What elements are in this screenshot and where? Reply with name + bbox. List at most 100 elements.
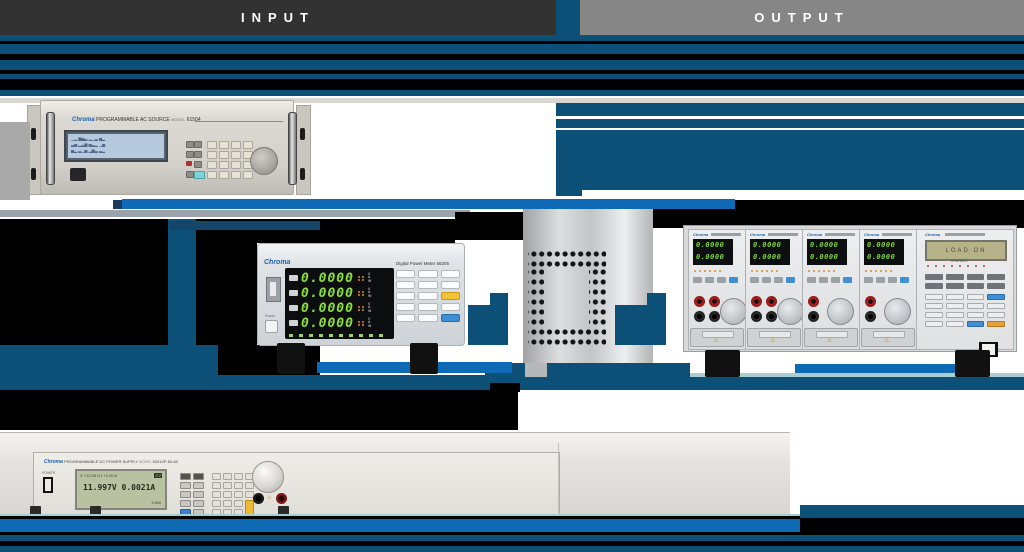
module-key[interactable] xyxy=(774,277,783,283)
module-key[interactable] xyxy=(807,277,816,283)
ac-num-key[interactable] xyxy=(231,151,241,159)
module-key-load[interactable] xyxy=(900,277,909,283)
module-knob[interactable] xyxy=(777,298,804,325)
supply-num-key[interactable] xyxy=(212,482,221,489)
ac-num-key[interactable] xyxy=(243,141,253,149)
supply-key[interactable] xyxy=(180,482,191,489)
module-key-load[interactable] xyxy=(729,277,738,283)
usb-port[interactable] xyxy=(266,277,281,302)
module-knob[interactable] xyxy=(827,298,854,325)
controller-key[interactable] xyxy=(945,321,964,327)
meter-key[interactable] xyxy=(396,303,416,311)
ac-num-key[interactable] xyxy=(207,161,217,169)
meter-key[interactable] xyxy=(440,281,460,289)
meter-key[interactable] xyxy=(418,281,438,289)
controller-key[interactable] xyxy=(987,283,1005,289)
controller-key[interactable] xyxy=(925,294,943,300)
meter-power-button[interactable] xyxy=(265,320,278,333)
channel-button[interactable] xyxy=(289,275,298,281)
module-key[interactable] xyxy=(705,277,714,283)
controller-key[interactable] xyxy=(925,274,943,280)
binding-post-negative[interactable] xyxy=(865,311,876,322)
controller-key[interactable] xyxy=(925,283,943,289)
module-knob[interactable] xyxy=(884,298,911,325)
controller-key[interactable] xyxy=(987,274,1005,280)
ac-fn-key[interactable] xyxy=(186,141,194,148)
meter-key[interactable] xyxy=(396,292,416,300)
supply-key[interactable] xyxy=(193,482,204,489)
supply-num-key[interactable] xyxy=(234,500,243,507)
binding-post-positive[interactable] xyxy=(766,296,777,307)
supply-key[interactable] xyxy=(180,473,191,480)
controller-key[interactable] xyxy=(966,283,985,289)
module-drawer[interactable] xyxy=(804,328,858,347)
supply-key[interactable] xyxy=(193,500,204,507)
module-drawer[interactable] xyxy=(690,328,744,347)
controller-key[interactable] xyxy=(925,321,943,327)
controller-key-enter[interactable] xyxy=(987,294,1005,300)
ac-fn-key[interactable] xyxy=(186,151,194,158)
binding-post-positive[interactable] xyxy=(694,296,705,307)
channel-button[interactable] xyxy=(289,320,298,326)
ac-num-key[interactable] xyxy=(219,171,229,179)
meter-key[interactable] xyxy=(396,270,416,278)
supply-num-key[interactable] xyxy=(223,482,232,489)
module-drawer[interactable] xyxy=(861,328,915,347)
controller-key[interactable] xyxy=(945,283,964,289)
ac-num-key[interactable] xyxy=(231,141,241,149)
meter-key-shift[interactable] xyxy=(440,314,460,322)
ac-num-key[interactable] xyxy=(219,141,229,149)
controller-key[interactable] xyxy=(966,303,985,309)
module-key[interactable] xyxy=(693,277,702,283)
controller-key[interactable] xyxy=(925,312,943,318)
ac-red-key[interactable] xyxy=(186,161,192,166)
supply-num-key[interactable] xyxy=(234,491,243,498)
binding-post-negative[interactable] xyxy=(766,311,777,322)
controller-key[interactable] xyxy=(987,312,1005,318)
module-key[interactable] xyxy=(831,277,840,283)
meter-key[interactable] xyxy=(396,281,416,289)
module-key-load[interactable] xyxy=(786,277,795,283)
supply-num-key[interactable] xyxy=(234,482,243,489)
ac-num-key[interactable] xyxy=(219,161,229,169)
ac-num-key[interactable] xyxy=(231,171,241,179)
module-knob[interactable] xyxy=(720,298,747,325)
ac-rotary-knob[interactable] xyxy=(250,147,278,175)
meter-key-enter[interactable] xyxy=(440,292,460,300)
ac-fn-key[interactable] xyxy=(194,161,202,168)
supply-num-key[interactable] xyxy=(212,491,221,498)
module-key-load[interactable] xyxy=(843,277,852,283)
supply-post-negative[interactable] xyxy=(253,493,264,504)
supply-num-key[interactable] xyxy=(234,473,243,480)
controller-key[interactable] xyxy=(966,294,985,300)
controller-key[interactable] xyxy=(945,303,964,309)
controller-key[interactable] xyxy=(945,274,964,280)
meter-key[interactable] xyxy=(396,314,416,322)
module-key[interactable] xyxy=(717,277,726,283)
ac-power-button[interactable] xyxy=(70,168,86,181)
supply-key[interactable] xyxy=(180,491,191,498)
supply-key[interactable] xyxy=(180,500,191,507)
ac-num-key[interactable] xyxy=(231,161,241,169)
binding-post-positive[interactable] xyxy=(865,296,876,307)
ac-num-key[interactable] xyxy=(219,151,229,159)
controller-key[interactable] xyxy=(945,312,964,318)
controller-key-shift[interactable] xyxy=(966,321,985,327)
ac-num-key[interactable] xyxy=(243,171,253,179)
meter-key[interactable] xyxy=(418,270,438,278)
channel-button[interactable] xyxy=(289,305,298,311)
channel-button[interactable] xyxy=(289,290,298,296)
supply-num-key[interactable] xyxy=(212,500,221,507)
ac-num-key[interactable] xyxy=(207,171,217,179)
supply-num-key[interactable] xyxy=(223,500,232,507)
module-key[interactable] xyxy=(762,277,771,283)
module-key[interactable] xyxy=(864,277,873,283)
binding-post-positive[interactable] xyxy=(808,296,819,307)
ac-fn-key[interactable] xyxy=(194,151,202,158)
controller-key[interactable] xyxy=(945,294,964,300)
ac-num-key[interactable] xyxy=(207,141,217,149)
ac-fn-key[interactable] xyxy=(186,171,194,178)
ac-cyan-key[interactable] xyxy=(194,171,205,179)
ac-num-key[interactable] xyxy=(207,151,217,159)
supply-num-key[interactable] xyxy=(223,473,232,480)
